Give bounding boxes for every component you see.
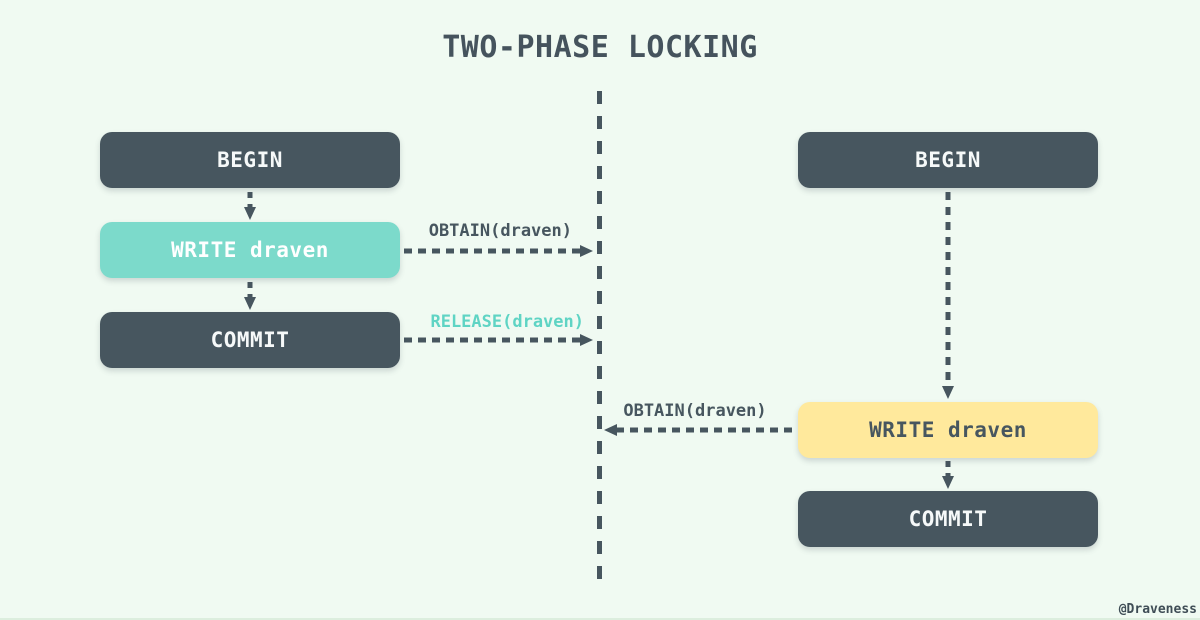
- left-commit-node: COMMIT: [100, 312, 400, 368]
- right-write-node: WRITE draven: [798, 402, 1098, 458]
- watermark: @Draveness: [1118, 602, 1197, 617]
- bottom-edge: [0, 618, 1200, 620]
- right-commit-node: COMMIT: [798, 491, 1098, 547]
- diagram-title: TWO-PHASE LOCKING: [442, 30, 758, 65]
- left-write-node: WRITE draven: [100, 222, 400, 278]
- left-obtain-label: OBTAIN(draven): [428, 221, 572, 241]
- right-obtain-label: OBTAIN(draven): [623, 401, 767, 421]
- left-begin-node: BEGIN: [100, 132, 400, 188]
- left-release-label: RELEASE(draven): [430, 312, 584, 332]
- right-begin-node: BEGIN: [798, 132, 1098, 188]
